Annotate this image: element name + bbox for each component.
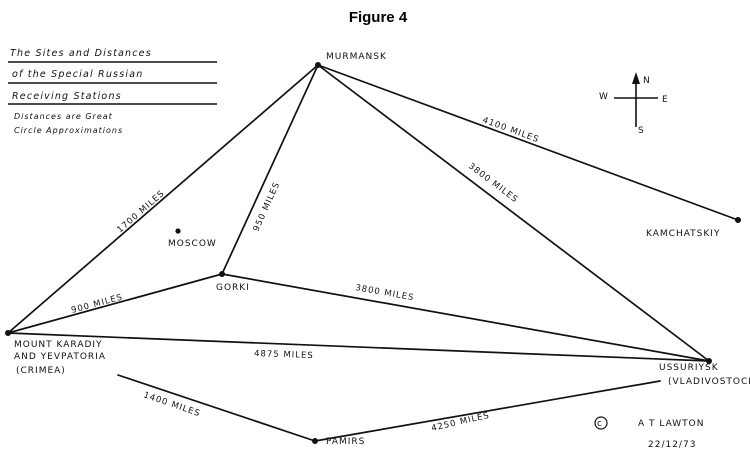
credit-date: 22/12/73 (648, 440, 696, 450)
credit-author: A T LAWTON (638, 419, 704, 429)
copyright-symbol: c (597, 419, 603, 429)
compass-e: E (662, 95, 669, 105)
edge-gorki-murmansk (221, 64, 319, 275)
dist-murmansk-kamchatskiy: 4100 MILES (481, 115, 541, 145)
legend-line-1: The Sites and Distances (10, 48, 152, 59)
dist-crimea-ussuriysk: 4875 MILES (254, 349, 314, 361)
label-crimea-2: AND YEVPATORIA (14, 352, 106, 362)
node-murmansk (315, 62, 321, 68)
label-vladivostock: (VLADIVOSTOCK) (668, 377, 750, 387)
copyright-circle-icon (594, 416, 608, 430)
compass-w: W (599, 92, 609, 102)
dist-pamirs-ussuriysk: 4250 MILES (430, 411, 490, 434)
node-ussuriysk (706, 358, 712, 364)
compass-rose: N W E S (599, 72, 669, 136)
connections (7, 64, 739, 442)
node-kamchatskiy (735, 217, 741, 223)
edge-crimea-pamirs (117, 374, 316, 442)
dist-crimea-murmansk: 1700 MILES (115, 189, 167, 236)
label-pamirs: PAMIRS (326, 437, 365, 447)
legend-note-2: Circle Approximations (14, 126, 123, 135)
legend: The Sites and Distances of the Special R… (8, 48, 217, 135)
node-gorki (219, 271, 225, 277)
edge-crimea-murmansk (7, 64, 319, 334)
label-crimea-1: MOUNT KARADIY (14, 340, 103, 350)
label-gorki: GORKI (216, 283, 250, 293)
edge-crimea-gorki (7, 273, 223, 334)
figure-title: Figure 4 (349, 9, 408, 26)
dist-crimea-gorki: 900 MILES (70, 292, 124, 315)
edge-crimea-ussuriysk (7, 332, 710, 362)
node-crimea (5, 330, 11, 336)
legend-note-1: Distances are Great (14, 112, 113, 121)
place-labels: MURMANSK MOSCOW GORKI KAMCHATSKIY MOUNT … (14, 52, 750, 447)
label-ussuriysk: USSURIYSK (659, 363, 719, 373)
compass-n: N (643, 76, 651, 86)
edge-murmansk-kamchatskiy (317, 64, 739, 221)
node-pamirs (312, 438, 318, 444)
label-kamchatskiy: KAMCHATSKIY (646, 229, 720, 239)
legend-line-3: Receiving Stations (12, 91, 122, 102)
edge-pamirs-ussuriysk (314, 380, 661, 442)
dist-gorki-ussuriysk: 3800 MILES (354, 283, 415, 303)
compass-s: S (638, 126, 645, 136)
distance-labels: 1700 MILES 950 MILES 4100 MILES 3800 MIL… (70, 115, 540, 434)
label-moscow: MOSCOW (168, 239, 217, 249)
edge-murmansk-ussuriysk (317, 64, 710, 362)
node-moscow (175, 228, 181, 234)
edge-gorki-ussuriysk (221, 273, 710, 362)
legend-line-2: of the Special Russian (12, 69, 143, 80)
compass-north-arrow-icon (632, 72, 640, 84)
stations (5, 62, 741, 444)
dist-gorki-murmansk: 950 MILES (252, 180, 283, 233)
credit: c A T LAWTON 22/12/73 (594, 416, 704, 450)
label-crimea-3: (CRIMEA) (16, 366, 66, 376)
dist-crimea-pamirs: 1400 MILES (142, 390, 202, 419)
label-murmansk: MURMANSK (326, 52, 387, 62)
